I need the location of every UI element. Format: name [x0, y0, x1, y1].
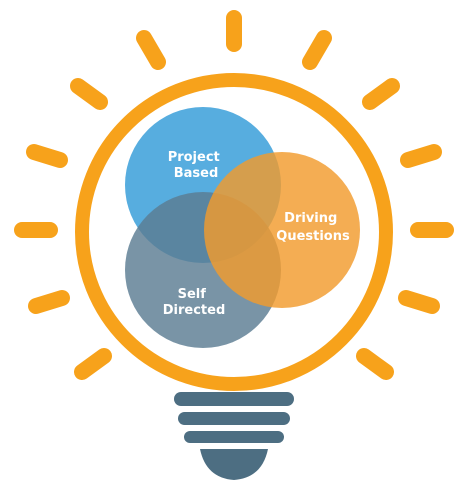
venn-labels: Project Based Driving Questions Self Dir… — [163, 150, 350, 318]
bulb-base-band-1 — [174, 392, 294, 406]
ray-top-left-2 — [70, 78, 108, 110]
label-project-based: Project Based — [168, 150, 225, 181]
label-driving-questions: Driving Questions — [276, 211, 350, 244]
ray-right-lower — [398, 290, 440, 314]
ray-top-right-2 — [362, 78, 400, 110]
bulb-base-tip — [200, 449, 268, 480]
light-rays — [14, 10, 454, 380]
circle-driving-questions — [204, 152, 360, 308]
venn-circles — [125, 107, 360, 348]
label-self-directed: Self Directed — [163, 287, 226, 318]
bulb-base-band-2 — [178, 412, 290, 425]
ray-left-lower — [28, 290, 70, 314]
ray-top-right-1 — [302, 30, 332, 70]
bulb-base — [174, 392, 294, 480]
ray-bottom-left — [74, 348, 112, 380]
ray-top-left-1 — [136, 30, 166, 70]
ray-right-upper — [400, 144, 442, 168]
ray-bottom-right — [356, 348, 394, 380]
bulb-ring — [75, 73, 393, 391]
ray-left-upper — [26, 144, 68, 168]
bulb-base-band-3 — [184, 431, 284, 443]
